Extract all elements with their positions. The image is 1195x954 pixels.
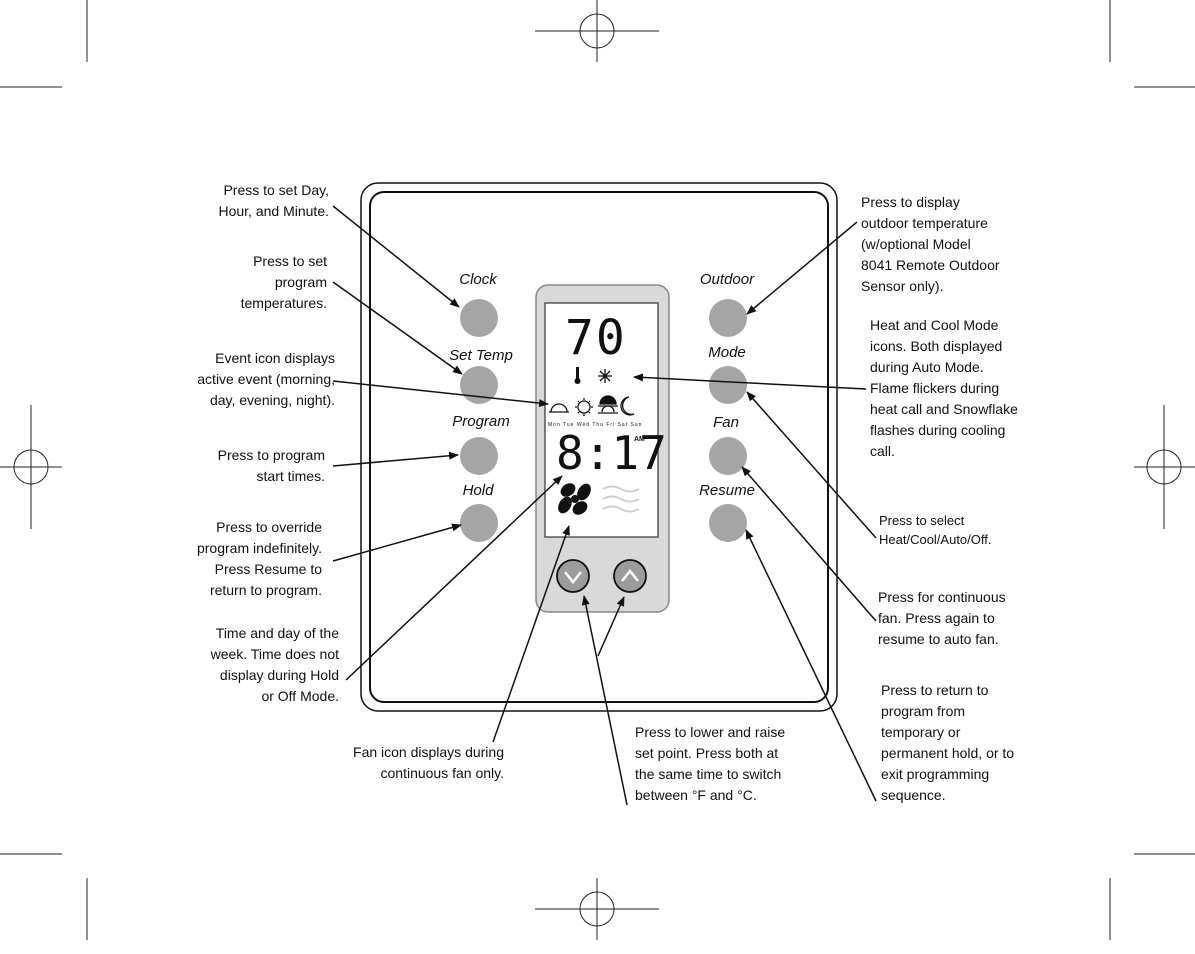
leader-time-day — [345, 475, 563, 681]
annotation-clock: Press to set Day, Hour, and Minute. — [218, 182, 329, 219]
hold-button[interactable] — [460, 504, 498, 542]
snowflake-icon — [598, 369, 612, 383]
annotation-fan: Press for continuous fan. Press again to… — [878, 589, 1006, 647]
annotation-fan-icon: Fan icon displays during continuous fan … — [353, 744, 504, 781]
outer-frame — [360, 182, 838, 712]
temperature-readout: 70 — [565, 310, 627, 366]
annotation-heat-cool: Heat and Cool Mode icons. Both displayed… — [870, 317, 1018, 459]
lcd-screen — [544, 302, 659, 538]
leader-fan-icon — [492, 525, 570, 743]
fan-button[interactable] — [709, 437, 747, 475]
leader-mode — [746, 391, 877, 539]
down-arrow-button — [556, 559, 590, 593]
leader-event-icon — [332, 380, 549, 408]
leader-fan — [741, 466, 877, 622]
ampm-indicator: AM — [634, 436, 645, 443]
airflow-icon — [602, 485, 640, 513]
clock-button[interactable] — [460, 299, 498, 337]
mode-button-label: Mode — [708, 344, 746, 361]
clock-button-label: Clock — [459, 271, 497, 288]
night-moon-icon — [620, 396, 635, 416]
leader-clock — [332, 205, 460, 308]
leader-up-arrow — [597, 596, 625, 657]
leader-resume — [745, 529, 877, 802]
morning-icon — [549, 403, 569, 413]
annotation-time-day: Time and day of the week. Time does not … — [210, 625, 339, 704]
leader-set-temp — [332, 281, 463, 375]
day-sun-icon — [575, 398, 593, 416]
leader-outdoor — [746, 221, 858, 315]
annotation-arrows: Press to lower and raise set point. Pres… — [635, 724, 786, 803]
annotation-resume: Press to return to program from temporar… — [881, 682, 1015, 803]
set-temp-button-label: Set Temp — [449, 347, 513, 364]
annotation-hold: Press to override program indefinitely. … — [196, 519, 322, 598]
time-readout: 8:17 — [556, 426, 667, 480]
resume-button[interactable] — [709, 504, 747, 542]
leader-hold — [332, 523, 462, 562]
annotation-program: Press to program start times. — [217, 447, 325, 484]
mode-button[interactable] — [709, 366, 747, 404]
annotation-set-temp: Press to set program temperatures. — [240, 253, 327, 311]
annotation-outdoor: Press to display outdoor temperature (w/… — [861, 194, 1000, 294]
leader-heat-cool — [633, 373, 867, 390]
up-arrow-button — [613, 559, 647, 593]
heat-mode-icon — [574, 367, 581, 384]
fan-icon — [558, 483, 591, 515]
weekday-labels: Mon Tue Wed Thu Fri Sat Sun — [548, 422, 643, 428]
evening-icon — [598, 395, 618, 414]
leader-down-arrow — [581, 595, 628, 806]
outdoor-button[interactable] — [709, 299, 747, 337]
annotation-mode: Press to select Heat/Cool/Auto/Off. — [879, 513, 992, 547]
annotation-event-icon: Event icon displays active event (mornin… — [197, 350, 335, 408]
hold-button-label: Hold — [462, 482, 494, 499]
leader-program — [332, 451, 459, 467]
fan-button-label: Fan — [713, 414, 739, 431]
program-button[interactable] — [460, 437, 498, 475]
outdoor-button-label: Outdoor — [699, 271, 755, 288]
resume-button-label: Resume — [699, 482, 755, 499]
program-button-label: Program — [452, 413, 510, 430]
inner-frame — [369, 191, 829, 703]
